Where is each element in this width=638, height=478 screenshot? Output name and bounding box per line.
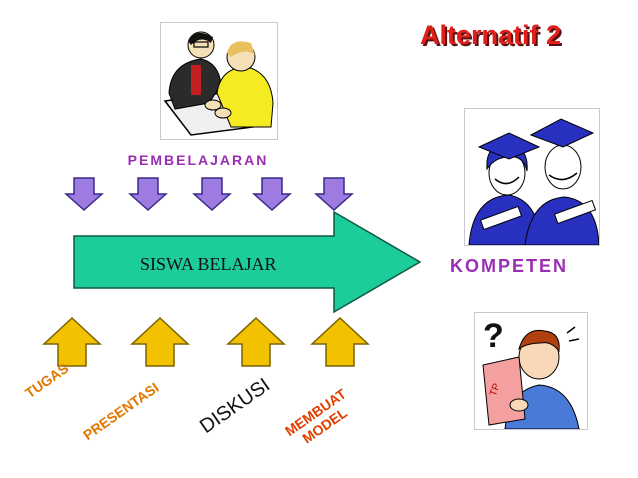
up-arrow-4	[311, 317, 369, 367]
kompeten-label: KOMPETEN	[450, 256, 569, 276]
pembelajaran-label: PEMBELAJARAN	[127, 152, 269, 168]
svg-text:TP: TP	[488, 382, 503, 398]
down-arrow-2	[129, 177, 167, 211]
graduates-illustration	[465, 109, 600, 246]
graduates-image	[464, 108, 600, 246]
teacher-student-image	[160, 22, 278, 140]
siswa-belajar-arrow	[73, 210, 422, 314]
up-arrow-2	[131, 317, 189, 367]
question-mark: ?	[483, 317, 504, 355]
down-arrow-3	[193, 177, 231, 211]
down-arrow-1	[65, 177, 103, 211]
up-arrow-1	[43, 317, 101, 367]
teacher-student-illustration	[161, 23, 277, 139]
confused-student-illustration: ? TP	[475, 313, 587, 430]
down-arrow-5	[315, 177, 353, 211]
siswa-belajar-label: SISWA BELAJAR	[140, 254, 277, 274]
up-arrow-3	[227, 317, 285, 367]
confused-student-image: ? TP	[474, 312, 588, 430]
down-arrow-4	[253, 177, 291, 211]
slide-title: Alternatif 2	[420, 20, 562, 50]
